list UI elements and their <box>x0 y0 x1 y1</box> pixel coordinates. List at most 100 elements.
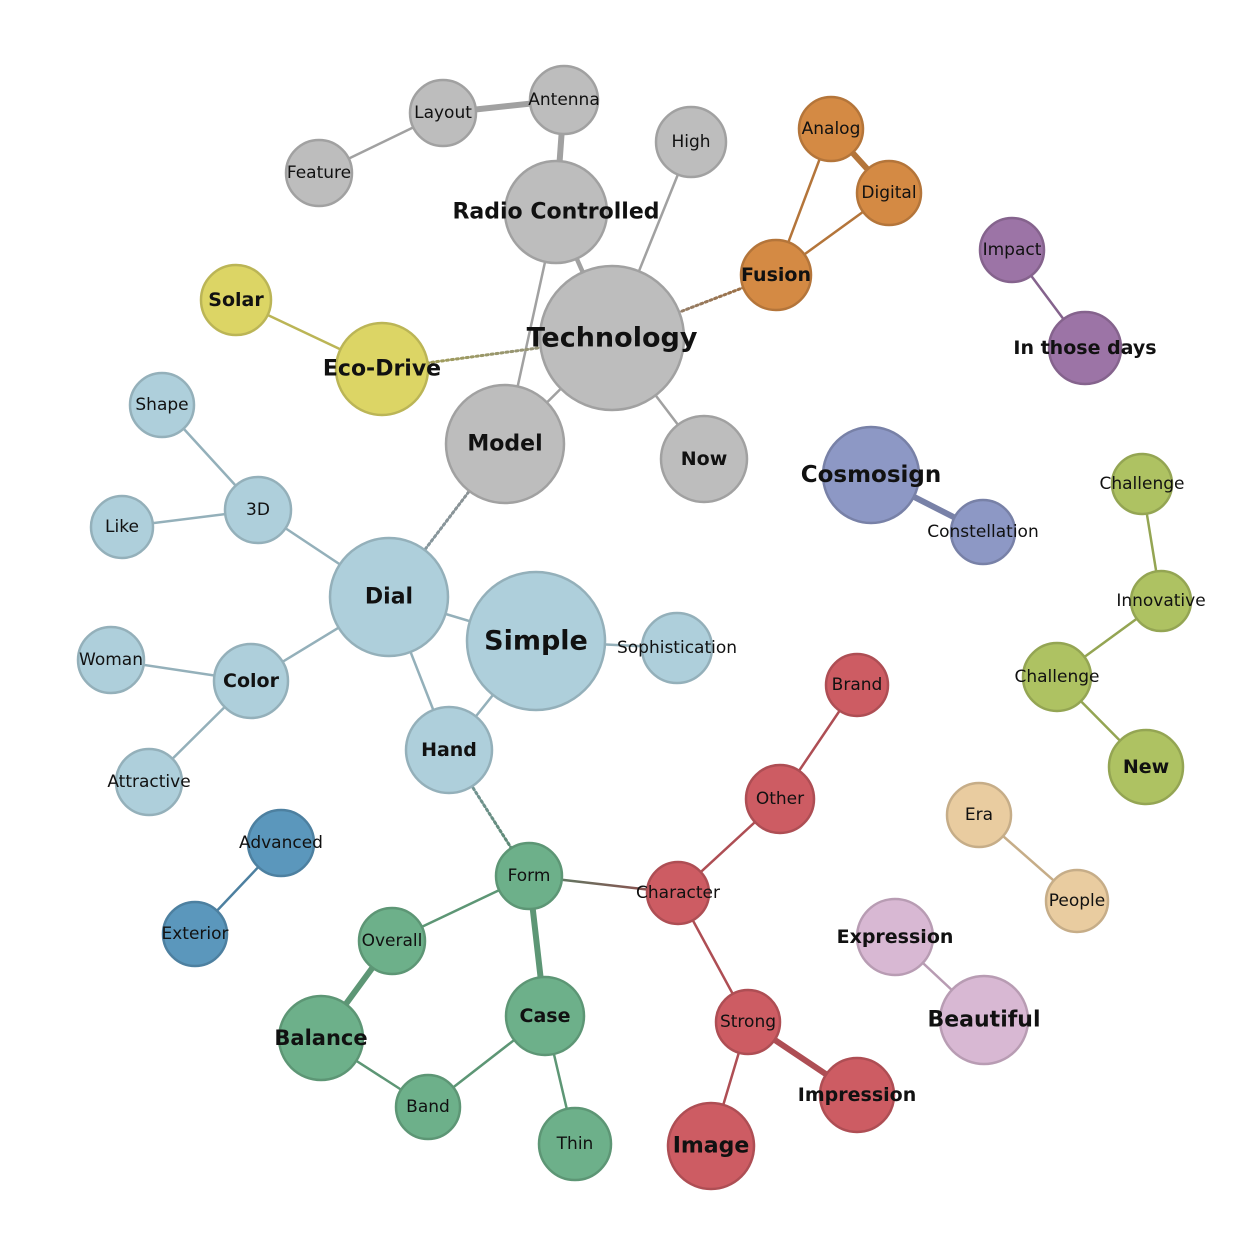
node-layout <box>408 78 478 148</box>
node-circle-fusion <box>739 238 813 312</box>
node-label-brand: Brand <box>832 675 883 695</box>
node-circle-people <box>1044 868 1110 934</box>
node-label-hand: Hand <box>421 739 477 761</box>
node-circle-thin <box>537 1106 613 1182</box>
node-label-beautiful: Beautiful <box>927 1008 1040 1033</box>
node-circle-color <box>212 642 290 720</box>
node-solar <box>199 263 273 337</box>
node-label-thin: Thin <box>556 1134 594 1154</box>
node-label-balance: Balance <box>274 1026 367 1050</box>
node-woman <box>76 625 146 695</box>
node-label-color: Color <box>223 670 280 692</box>
node-circle-technology <box>538 264 686 412</box>
node-label-sophistication: Sophistication <box>617 638 737 658</box>
node-label-expression: Expression <box>837 926 954 948</box>
node-circle-brand <box>824 652 890 718</box>
node-label-now: Now <box>681 448 728 470</box>
node-label-image: Image <box>673 1134 750 1159</box>
node-label-high: High <box>671 132 710 152</box>
node-label-challenge1: Challenge <box>1100 474 1185 494</box>
node-label-constellation: Constellation <box>927 522 1038 542</box>
node-label-character: Character <box>636 883 720 903</box>
node-circle-hand <box>404 705 494 795</box>
node-circle-now <box>659 414 749 504</box>
node-label-impact: Impact <box>983 240 1042 260</box>
node-circle-case <box>504 975 586 1057</box>
node-circle-advanced <box>246 808 316 878</box>
node-circle-challenge1 <box>1110 452 1174 516</box>
node-label-analog: Analog <box>802 119 861 139</box>
node-label-era: Era <box>965 805 993 825</box>
node-circle-new <box>1107 728 1185 806</box>
node-label-innovative: Innovative <box>1116 591 1205 611</box>
node-label-band: Band <box>406 1097 450 1117</box>
node-label-woman: Woman <box>79 650 143 670</box>
node-label-like: Like <box>105 517 139 537</box>
node-challenge1 <box>1110 452 1174 516</box>
node-beautiful <box>938 974 1030 1066</box>
node-label-cosmosign: Cosmosign <box>801 462 942 488</box>
node-circle-threed <box>223 475 293 545</box>
node-circle-inthosedays <box>1047 310 1123 386</box>
node-circle-overall <box>357 906 427 976</box>
node-label-dial: Dial <box>365 585 413 610</box>
node-impression <box>818 1056 896 1134</box>
node-circle-solar <box>199 263 273 337</box>
node-circle-model <box>444 383 566 505</box>
node-circle-form <box>494 841 564 911</box>
node-label-antenna: Antenna <box>528 90 600 110</box>
node-label-layout: Layout <box>414 103 472 123</box>
node-circle-expression <box>855 897 935 977</box>
node-dial <box>328 536 450 658</box>
node-other <box>744 763 816 835</box>
node-circle-attractive <box>114 747 184 817</box>
node-circle-impression <box>818 1056 896 1134</box>
node-circle-challenge2 <box>1021 641 1093 713</box>
node-label-overall: Overall <box>362 931 423 951</box>
node-advanced <box>246 808 316 878</box>
node-high <box>654 105 728 179</box>
node-label-other: Other <box>756 789 804 809</box>
node-challenge2 <box>1021 641 1093 713</box>
node-circle-constellation <box>949 498 1017 566</box>
node-circle-high <box>654 105 728 179</box>
node-label-shape: Shape <box>135 395 188 415</box>
node-balance <box>277 994 365 1082</box>
node-circle-simple <box>465 570 607 712</box>
node-shape <box>128 371 196 439</box>
node-label-impression: Impression <box>798 1084 916 1106</box>
node-label-strong: Strong <box>720 1012 776 1032</box>
node-label-people: People <box>1049 891 1105 911</box>
node-label-case: Case <box>520 1005 571 1027</box>
node-label-exterior: Exterior <box>161 924 228 944</box>
node-constellation <box>949 498 1017 566</box>
node-label-attractive: Attractive <box>107 772 190 792</box>
node-era <box>945 781 1013 849</box>
node-circle-feature <box>284 138 354 208</box>
node-circle-layout <box>408 78 478 148</box>
node-circle-shape <box>128 371 196 439</box>
node-exterior <box>161 900 229 968</box>
node-circle-woman <box>76 625 146 695</box>
node-circle-analog <box>797 95 865 163</box>
node-label-threed: 3D <box>246 500 270 520</box>
node-circle-like <box>89 494 155 560</box>
node-circle-character <box>645 860 711 926</box>
node-feature <box>284 138 354 208</box>
node-circle-cosmosign <box>821 425 921 525</box>
node-image <box>666 1101 756 1191</box>
node-impact <box>978 216 1046 284</box>
node-inthosedays <box>1047 310 1123 386</box>
node-antenna <box>528 64 600 136</box>
node-threed <box>223 475 293 545</box>
node-label-form: Form <box>508 866 551 886</box>
node-new <box>1107 728 1185 806</box>
node-label-radio: Radio Controlled <box>452 200 659 225</box>
node-label-simple: Simple <box>484 626 588 657</box>
node-cosmosign <box>821 425 921 525</box>
node-case <box>504 975 586 1057</box>
node-circle-exterior <box>161 900 229 968</box>
node-label-advanced: Advanced <box>239 833 323 853</box>
node-circle-dial <box>328 536 450 658</box>
